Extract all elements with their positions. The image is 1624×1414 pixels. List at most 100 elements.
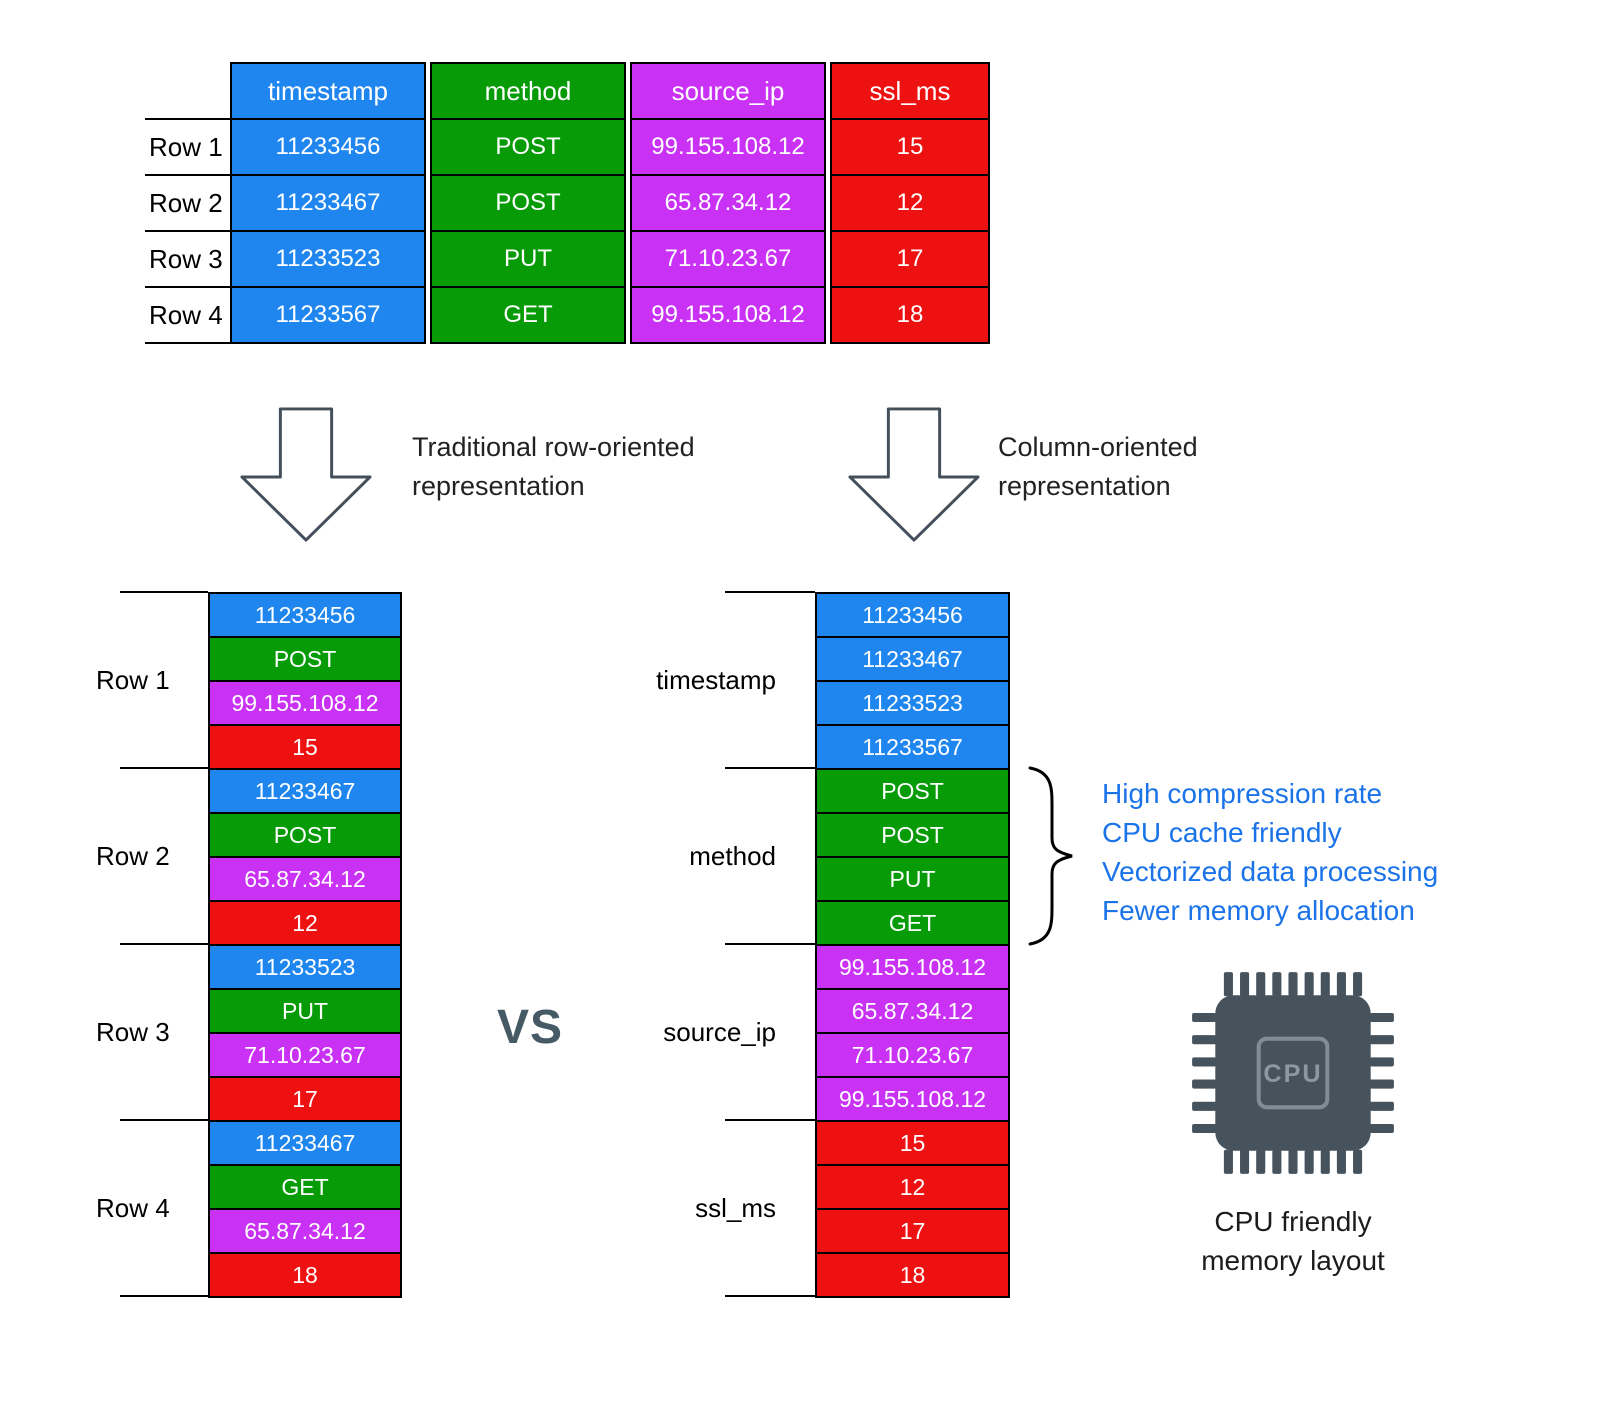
row-store-cell-timestamp: 11233523 (208, 944, 402, 990)
row-store-cell-ssl_ms: 17 (208, 1076, 402, 1122)
row-store-cell-method: PUT (208, 988, 402, 1034)
col-store-cell-source_ip: 99.155.108.12 (815, 1076, 1010, 1122)
cpu-pin (1192, 1101, 1217, 1111)
cpu-pin (1353, 1149, 1363, 1174)
row-store-cell-method: POST (208, 812, 402, 858)
col-store-group-label: source_ip (663, 1016, 776, 1047)
label-line: Traditional row-oriented (412, 432, 695, 462)
curly-brace-icon (1028, 766, 1073, 946)
col-store-cell-ssl_ms: 12 (815, 1164, 1010, 1210)
table-cell-ssl_ms: 18 (830, 286, 990, 344)
cpu-pin (1223, 1149, 1233, 1174)
col-store-cell-source_ip: 99.155.108.12 (815, 944, 1010, 990)
row-store-cell-ssl_ms: 12 (208, 900, 402, 946)
row-label: Row 1 (145, 118, 231, 174)
col-store-group-label: timestamp (656, 664, 776, 695)
cpu-pin (1192, 1035, 1217, 1045)
col-store-group-label: method (689, 840, 776, 871)
group-divider-line (120, 591, 208, 593)
row-store-group-label: Row 1 (96, 664, 170, 695)
table-cell-source_ip: 71.10.23.67 (630, 230, 826, 288)
table-cell-method: GET (430, 286, 626, 344)
row-store-cell-ssl_ms: 15 (208, 724, 402, 770)
down-arrow-shape (848, 407, 980, 542)
cpu-pin (1192, 1123, 1217, 1134)
col-store-cell-method: POST (815, 812, 1010, 858)
cpu-chip-icon: CPU (1192, 972, 1394, 1174)
cpu-pin (1320, 972, 1330, 997)
row-store-cell-source_ip: 71.10.23.67 (208, 1032, 402, 1078)
col-store-cell-timestamp: 11233523 (815, 680, 1010, 726)
group-divider-line (725, 943, 815, 945)
row-store-cell-timestamp: 11233456 (208, 592, 402, 638)
table-cell-timestamp: 11233567 (230, 286, 426, 344)
col-store-cell-timestamp: 11233467 (815, 636, 1010, 682)
group-divider-line (120, 1295, 208, 1297)
group-divider-line (725, 1295, 815, 1297)
row-store-group-label: Row 3 (96, 1016, 170, 1047)
curly-brace-shape (1028, 766, 1073, 946)
cpu-pin (1369, 1101, 1394, 1111)
table-cell-source_ip: 99.155.108.12 (630, 286, 826, 344)
cpu-pin (1304, 972, 1314, 997)
col-store-group-labels: timestamp method source_ip ssl_ms (598, 592, 778, 1296)
row-store-cell-ssl_ms: 18 (208, 1252, 402, 1298)
column-header-ssl_ms: ssl_ms (830, 62, 990, 120)
label-line: representation (998, 471, 1171, 501)
label-line: Column-oriented (998, 432, 1198, 462)
cpu-pin (1192, 1012, 1217, 1023)
cpu-pin (1353, 972, 1363, 997)
table-cell-method: PUT (430, 230, 626, 288)
col-store-cell-ssl_ms: 17 (815, 1208, 1010, 1254)
cpu-pin (1240, 972, 1250, 997)
cpu-pin (1256, 972, 1266, 997)
row-store-group-label: Row 4 (96, 1192, 170, 1223)
cpu-pin (1223, 972, 1233, 997)
cpu-pin (1272, 1149, 1282, 1174)
table-cell-timestamp: 11233456 (230, 118, 426, 176)
table-cell-timestamp: 11233467 (230, 174, 426, 232)
column-oriented-label: Column-oriented representation (998, 428, 1198, 506)
cpu-pin (1369, 1123, 1394, 1134)
table-cell-source_ip: 99.155.108.12 (630, 118, 826, 176)
cpu-pin (1336, 1149, 1346, 1174)
cpu-pin (1320, 1149, 1330, 1174)
table-cell-ssl_ms: 15 (830, 118, 990, 176)
col-store-cell-ssl_ms: 15 (815, 1120, 1010, 1166)
table-cell-ssl_ms: 17 (830, 230, 990, 288)
row-store-cell-source_ip: 99.155.108.12 (208, 680, 402, 726)
row-label: Row 3 (145, 230, 231, 286)
label-line: representation (412, 471, 585, 501)
cpu-pin (1272, 972, 1282, 997)
benefit-item: CPU cache friendly (1102, 816, 1342, 848)
table-cell-source_ip: 65.87.34.12 (630, 174, 826, 232)
row-store-cell-timestamp: 11233467 (208, 1120, 402, 1166)
col-store-group-label: ssl_ms (695, 1192, 776, 1223)
cpu-pin (1336, 972, 1346, 997)
cpu-chip-body (1215, 995, 1371, 1151)
col-store-cell-timestamp: 11233567 (815, 724, 1010, 770)
cpu-caption: CPU friendly memory layout (1201, 1206, 1385, 1276)
table-cell-ssl_ms: 12 (830, 174, 990, 232)
row-label: Row 4 (145, 286, 231, 342)
cpu-pin (1369, 1012, 1394, 1023)
table-cell-timestamp: 11233523 (230, 230, 426, 288)
column-header-timestamp: timestamp (230, 62, 426, 120)
benefit-item: Vectorized data processing (1102, 855, 1439, 887)
group-divider-line (725, 767, 815, 769)
row-store-cell-method: GET (208, 1164, 402, 1210)
cpu-chip-inner-square (1256, 1036, 1330, 1110)
down-arrow-shape (240, 407, 372, 542)
cpu-pin (1369, 1057, 1394, 1067)
column-header-method: method (430, 62, 626, 120)
row-store-cell-timestamp: 11233467 (208, 768, 402, 814)
col-store-cell-source_ip: 65.87.34.12 (815, 988, 1010, 1034)
cpu-pin (1288, 1149, 1298, 1174)
table-cell-method: POST (430, 174, 626, 232)
